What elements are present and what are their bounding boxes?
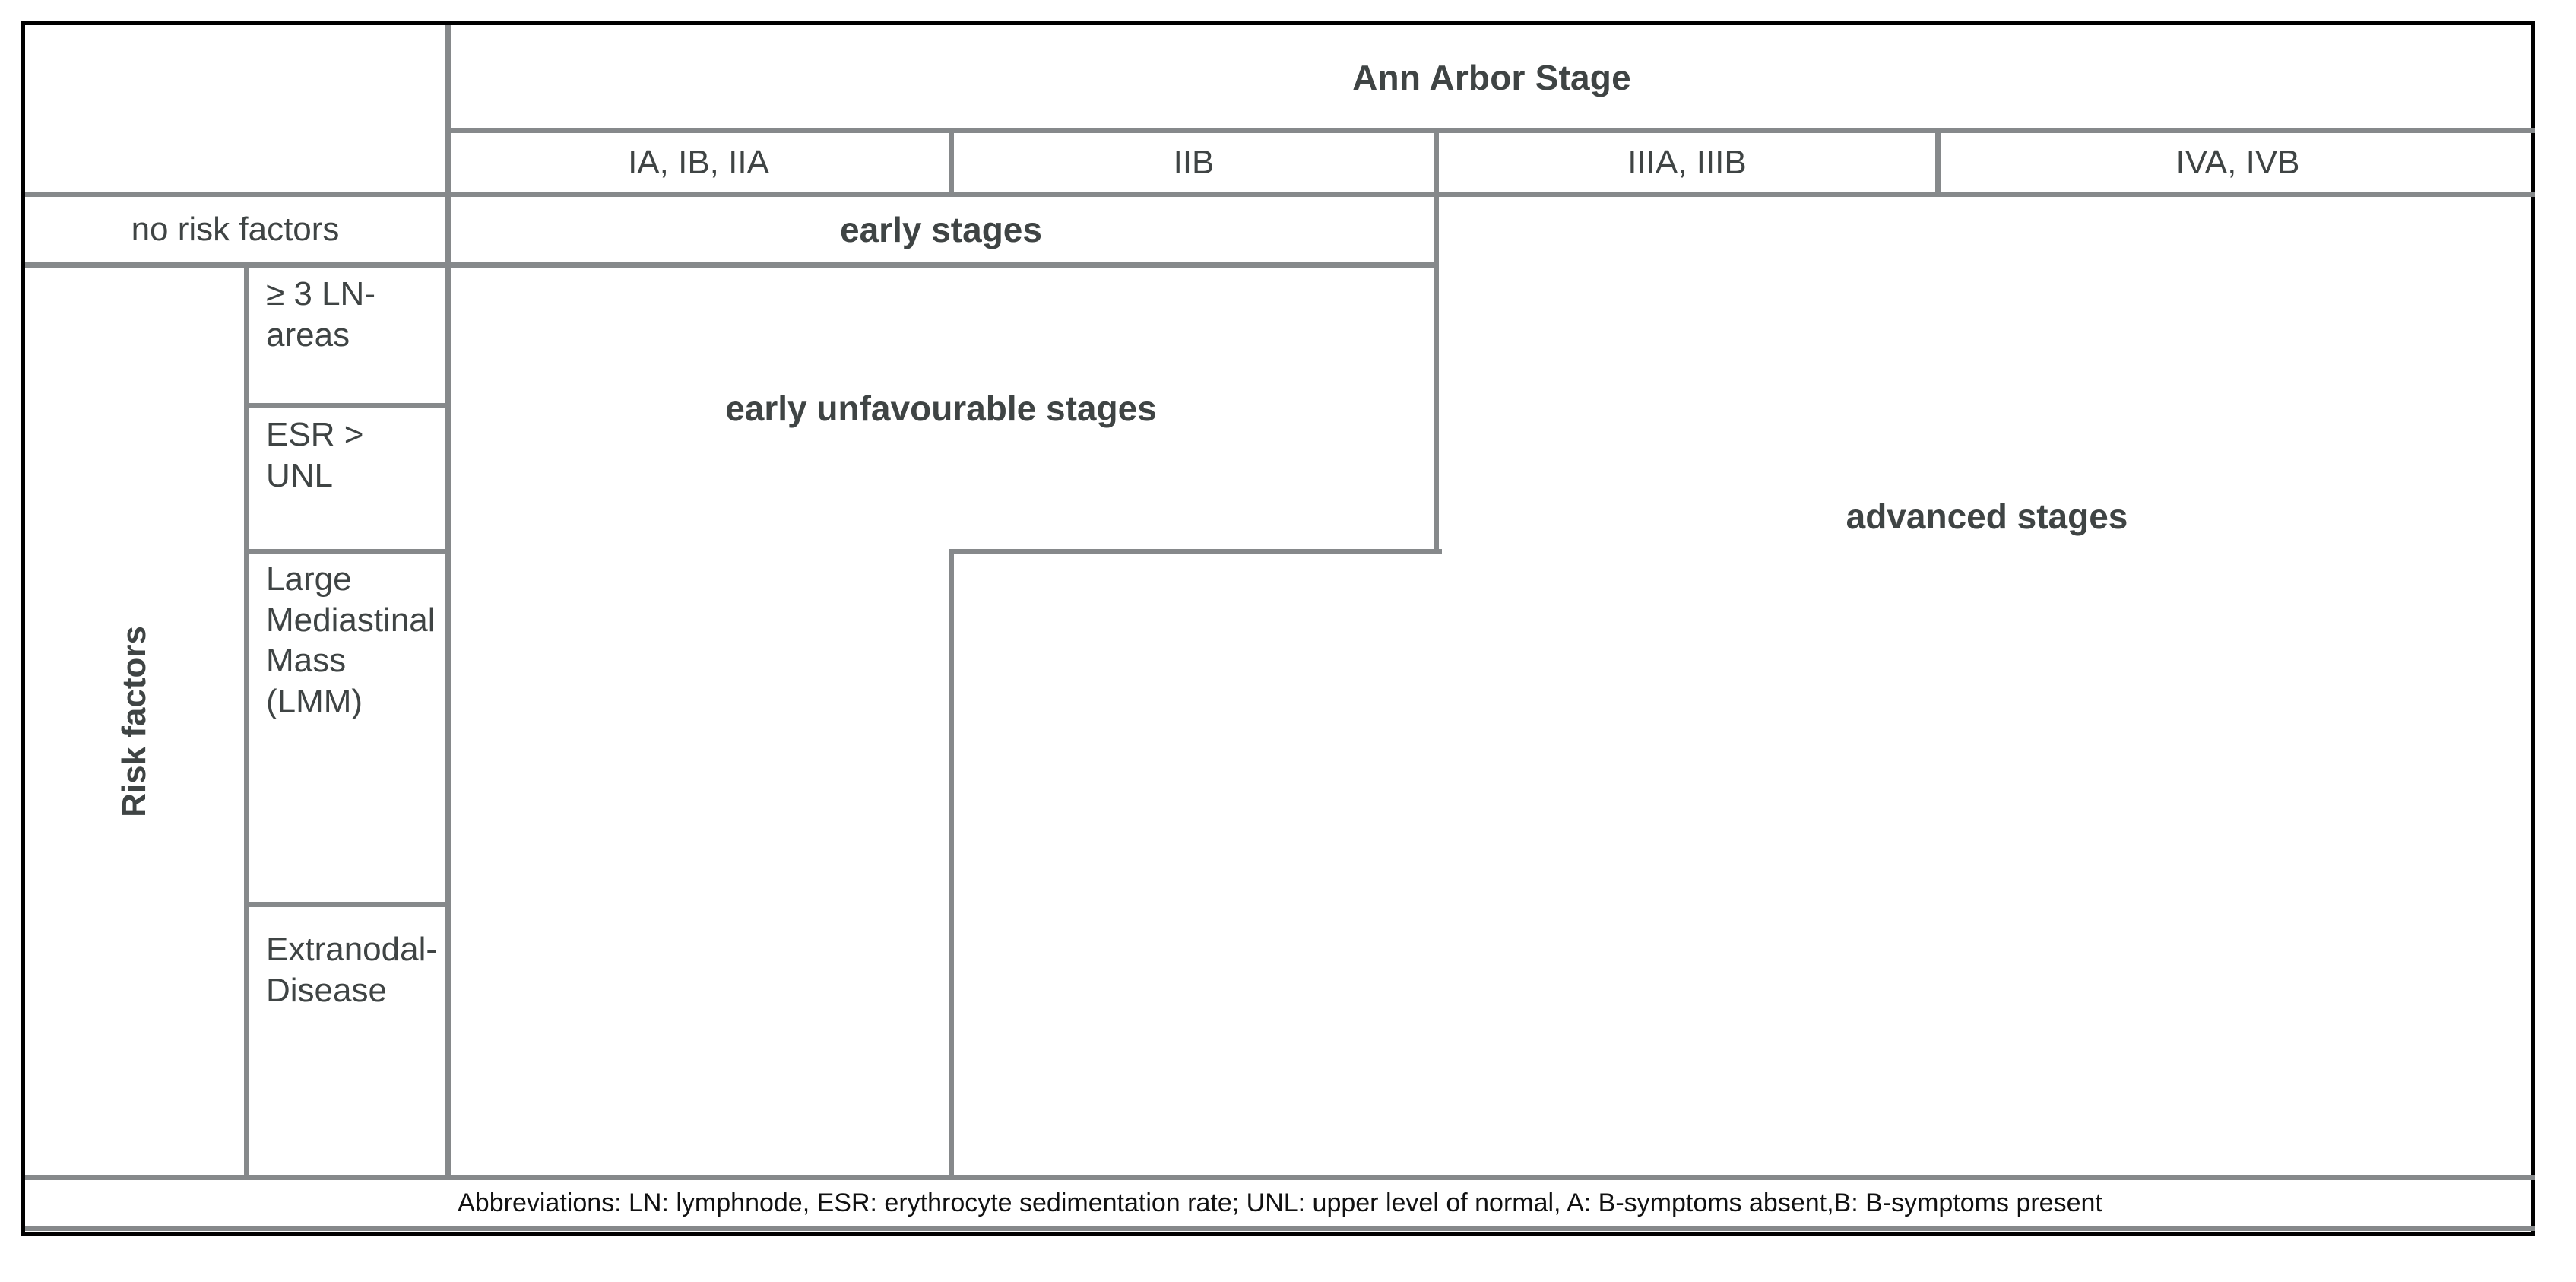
- rule-under-lmm: [247, 902, 448, 907]
- stage-column-header-4: IVA, IVB: [2175, 143, 2300, 181]
- stage-column-header-3: IIIA, IIIB: [1627, 143, 1747, 181]
- row-label-risk-factor-4: Extranodal-Disease: [266, 931, 438, 1009]
- row-label-risk-factor-3: Large Mediastinal Mass (LMM): [266, 560, 436, 721]
- rule-left-of-stage-columns: [445, 25, 451, 1175]
- footnote-abbreviations: Abbreviations: LN: lymphnode, ESR: eryth…: [458, 1188, 2102, 1217]
- rule-stagecol-1-2-lower: [949, 549, 954, 1175]
- rule-under-group-header: [448, 128, 2535, 133]
- column-group-header-ann-arbor-stage: Ann Arbor Stage: [1352, 57, 1631, 97]
- rule-stagecol-1-2-header: [949, 128, 954, 192]
- rule-under-ln-areas: [247, 403, 448, 408]
- rule-above-footnote: [25, 1175, 2535, 1180]
- row-label-no-risk-factors: no risk factors: [131, 211, 340, 248]
- row-group-header-risk-factors-label: Risk factors: [116, 625, 153, 817]
- row-group-header-risk-factors: Risk factors: [25, 268, 244, 1175]
- rule-between-rowlabel-columns: [244, 262, 249, 1175]
- stage-column-header-1: IA, IB, IIA: [628, 143, 769, 181]
- band-early-stages: early stages: [840, 210, 1042, 249]
- rule-stagecol-2-3: [1434, 128, 1439, 554]
- table-outer-border: [21, 21, 2535, 1236]
- rule-under-esr: [247, 549, 448, 554]
- row-label-risk-factor-2: ESR > UNL: [266, 416, 364, 494]
- row-label-risk-factor-1: ≥ 3 LN-areas: [266, 275, 375, 354]
- band-early-unfavourable-stages: early unfavourable stages: [725, 389, 1157, 428]
- band-advanced-stages: advanced stages: [1846, 497, 2128, 536]
- rule-under-stage-subheader: [25, 192, 2535, 197]
- rule-stagecol-3-4-header: [1935, 128, 1941, 192]
- stage-column-header-2: IIB: [1173, 143, 1215, 181]
- rule-bottom-early-unfavourable: [952, 549, 1442, 554]
- rule-under-early-stages: [25, 262, 1437, 268]
- rule-below-footnote: [25, 1226, 2535, 1231]
